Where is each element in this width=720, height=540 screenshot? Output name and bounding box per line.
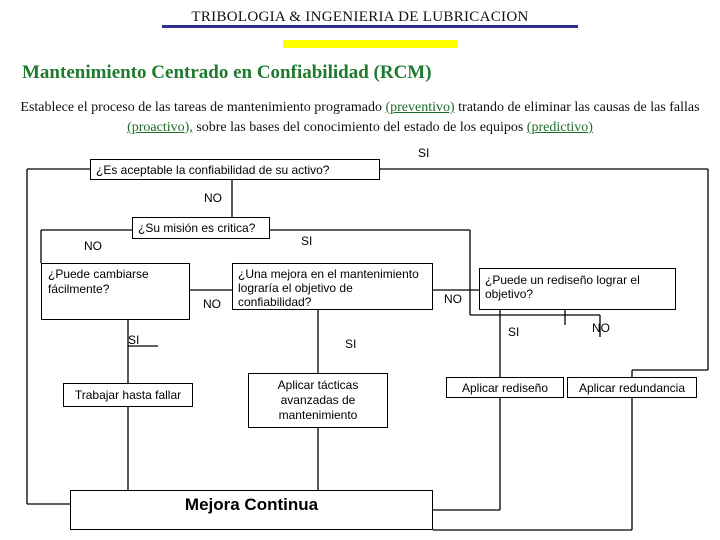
intro-predictivo: (predictivo) [526,120,593,135]
intro-proactivo: (proactivo), [127,120,193,135]
action-redundancy: Aplicar redundancia [567,377,697,398]
action-redesign: Aplicar rediseño [446,377,564,398]
label-q3-si: SI [128,333,140,347]
intro-paragraph: Establece el proceso de las tareas de ma… [6,98,714,138]
action-run-to-failure: Trabajar hasta fallar [63,383,193,407]
intro-text-1: Establece el proceso de las tareas de ma… [20,100,386,115]
action-advanced-maintenance: Aplicar tácticas avanzadas de mantenimie… [248,373,388,428]
highlight-bar [283,40,458,48]
intro-text-2: tratando de eliminar las causas de las f… [454,100,700,115]
question-maintenance-improvement: ¿Una mejora en el mantenimiento lograría… [232,263,433,310]
label-q2-no: NO [84,239,102,253]
header-title: TRIBOLOGIA & INGENIERIA DE LUBRICACION [191,9,529,25]
question-redesign: ¿Puede un rediseño lograr el objetivo? [479,268,676,310]
page-title: Mantenimiento Centrado en Confiabilidad … [22,62,432,83]
question-acceptable-reliability: ¿Es aceptable la confiabilidad de su act… [90,159,380,180]
label-q1-no: NO [204,191,222,205]
label-q5-no: NO [592,321,610,335]
header-rule [162,25,578,28]
question-critical-mission: ¿Su misión es critica? [132,217,270,239]
intro-preventivo: (preventivo) [385,100,455,115]
intro-text-3: sobre las bases del conocimiento del est… [192,120,527,135]
label-q3-no: NO [203,297,221,311]
label-q4-si: SI [345,337,357,351]
continuous-improvement-box: Mejora Continua [70,490,433,530]
label-q2-si: SI [301,234,313,248]
label-q1-si: SI [418,146,430,160]
question-easy-replace: ¿Puede cambiarse fácilmente? [41,263,190,320]
label-q4-no: NO [444,292,462,306]
label-q5-si: SI [508,325,520,339]
